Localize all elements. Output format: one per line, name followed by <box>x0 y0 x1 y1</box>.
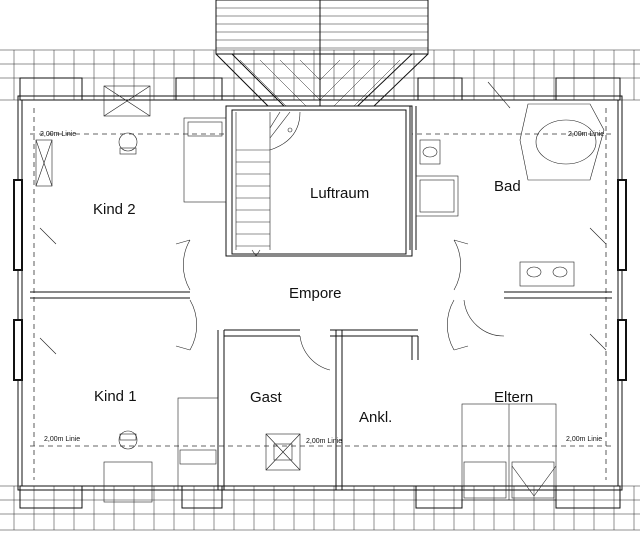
bad-fixtures <box>415 81 607 287</box>
room-label-ankl: Ankl. <box>359 409 392 426</box>
outer-walls <box>13 95 627 491</box>
line-labels: 2,00m Linie 2,00m Linie 2,00m Linie 2,00… <box>40 131 604 445</box>
room-label-bad: Bad <box>494 178 521 195</box>
room-label-luftraum: Luftraum <box>310 185 369 202</box>
room-label-empore: Empore <box>289 285 342 302</box>
kind1-furniture <box>39 337 219 503</box>
room-label-gast: Gast <box>250 389 283 406</box>
room-label-eltern: Eltern <box>494 389 533 406</box>
room-labels: Kind 2 Luftraum Bad Empore Kind 1 Gast A… <box>93 178 533 426</box>
line-label-gast: 2,00m Linie <box>306 438 342 445</box>
line-label-kind1: 2,00m Linie <box>44 436 80 443</box>
staircase <box>235 111 301 257</box>
gast-skylight <box>265 433 301 471</box>
line-label-eltern: 2,00m Linie <box>566 436 602 443</box>
line-label-kind2: 2,00m Linie <box>40 131 76 138</box>
eltern-bed <box>461 333 607 501</box>
line-label-bad: 2,00m Linie <box>568 131 604 138</box>
door-swings <box>175 239 505 371</box>
kind2-furniture <box>35 85 227 245</box>
room-label-kind2: Kind 2 <box>93 201 136 218</box>
room-label-kind1: Kind 1 <box>94 388 137 405</box>
